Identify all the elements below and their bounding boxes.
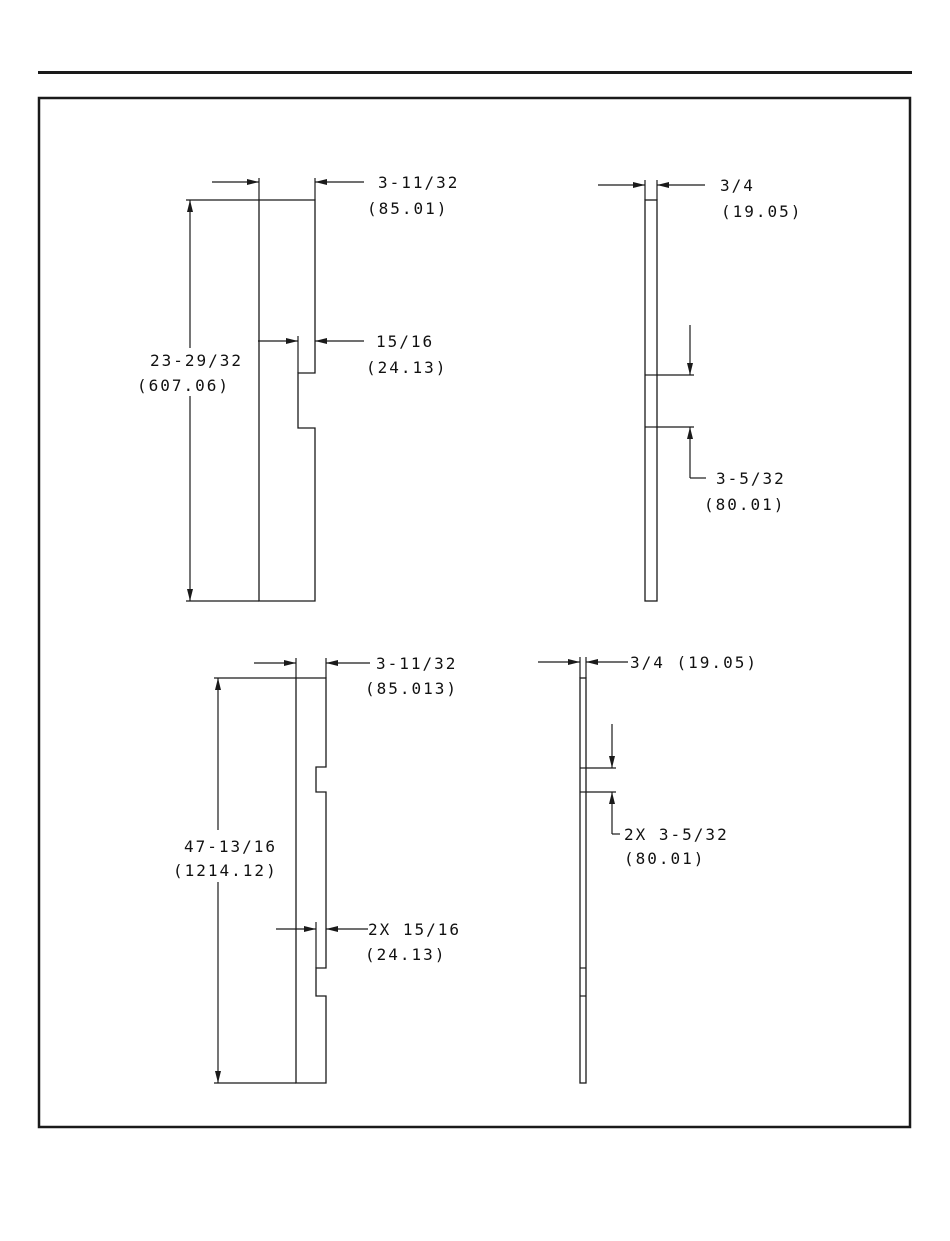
dimension-label: 3/4 (19.05) <box>630 653 758 672</box>
dimension-label: (85.01) <box>367 199 448 218</box>
panel-a-side-view <box>598 180 706 601</box>
dimension-label: 3-11/32 <box>376 654 457 673</box>
dimension-label: (19.05) <box>721 202 802 221</box>
dimension-label: 2X 3-5/32 <box>624 825 729 844</box>
panel-b-front-outline <box>296 678 326 1083</box>
dimension-label: 3-5/32 <box>716 469 786 488</box>
dimension-label: 2X 15/16 <box>368 920 461 939</box>
drawing-border <box>39 98 910 1127</box>
dimension-label: 23-29/32 <box>150 351 243 370</box>
dimension-label: (1214.12) <box>173 861 278 880</box>
dimension-label: (80.01) <box>704 495 785 514</box>
panel-b-side-view <box>538 657 628 1083</box>
dimension-label: 3/4 <box>720 176 755 195</box>
dimension-label: (24.13) <box>366 358 447 377</box>
dimension-label: (24.13) <box>365 945 446 964</box>
dimension-label: (80.01) <box>624 849 705 868</box>
panel-b-side-outline <box>580 678 586 1083</box>
panel-a-front-outline <box>259 200 315 601</box>
panel-a-side-outline <box>645 200 657 601</box>
dimension-label: 47-13/16 <box>184 837 277 856</box>
dimension-label: (607.06) <box>137 376 230 395</box>
dimension-label: (85.013) <box>365 679 458 698</box>
dimension-label: 3-11/32 <box>378 173 459 192</box>
dimension-label: 15/16 <box>376 332 434 351</box>
